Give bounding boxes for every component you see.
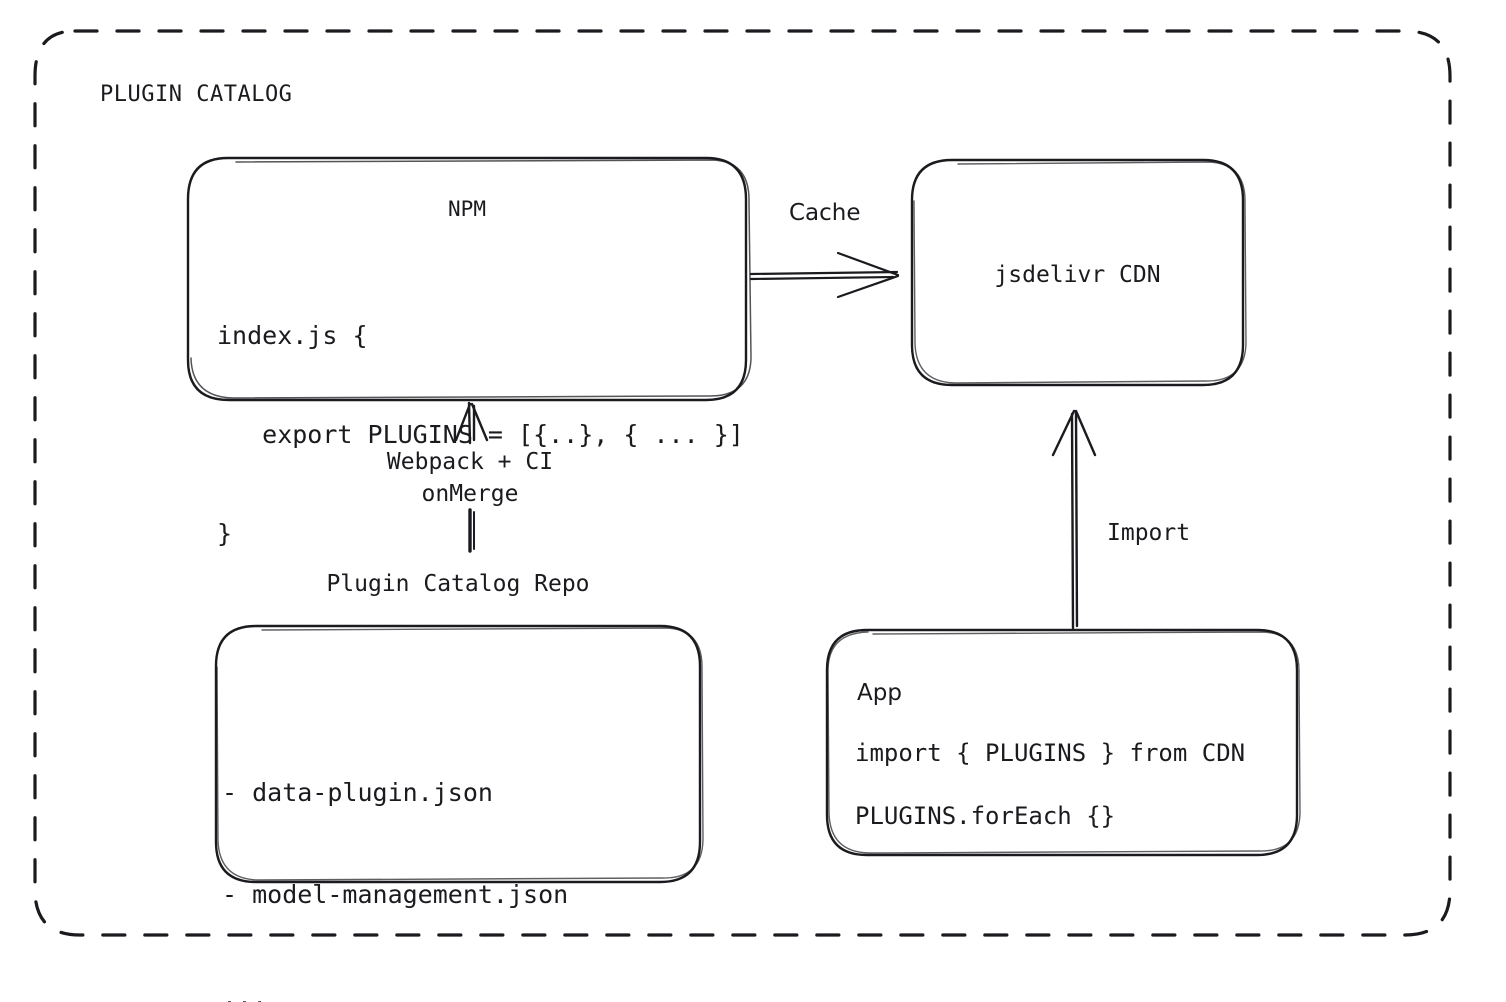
repo-file-list: - data-plugin.json - model-management.js…: [222, 708, 568, 1002]
arrow-app-to-cdn: [1051, 409, 1097, 630]
container-title: PLUGIN CATALOG: [100, 82, 293, 107]
edge-label-cache: Cache: [789, 200, 861, 226]
app-code-line-2: PLUGINS.forEach {}: [855, 802, 1116, 830]
app-box-outline: [825, 628, 1299, 857]
edge-label-import: Import: [1107, 520, 1191, 546]
edge-label-onmerge: onMerge: [421, 481, 519, 507]
cdn-node-title: jsdelivr CDN: [994, 262, 1161, 288]
npm-code-line-3: }: [217, 519, 233, 548]
npm-code-line-1: index.js {: [217, 321, 368, 350]
npm-box-outline: [186, 156, 748, 402]
list-item: - model-management.json: [222, 880, 569, 909]
app-box-outline-sketch: [827, 631, 1301, 854]
npm-box-outline-sketch: [190, 159, 752, 399]
cdn-box-outline: [910, 158, 1245, 387]
npm-code-block: index.js { export PLUGINS = [{..}, { ...…: [217, 253, 744, 616]
arrow-repo-to-npm: [454, 401, 489, 553]
list-item: ...: [222, 982, 268, 1002]
repo-box-outline: [214, 624, 702, 884]
npm-code-line-2: export PLUGINS = [{..}, { ... }]: [217, 420, 744, 449]
cdn-box-outline-sketch: [913, 161, 1247, 384]
app-node-title: App: [857, 680, 902, 706]
npm-node-title: NPM: [448, 197, 486, 221]
container-border: [33, 29, 1452, 937]
arrow-npm-to-cdn: [749, 251, 900, 299]
app-code-line-1: import { PLUGINS } from CDN: [855, 739, 1246, 767]
edge-label-webpack-ci: Webpack + CI: [386, 449, 554, 475]
repo-node-caption: Plugin Catalog Repo: [326, 571, 590, 597]
list-item: - data-plugin.json: [222, 778, 493, 807]
repo-box-outline-sketch: [216, 627, 704, 881]
